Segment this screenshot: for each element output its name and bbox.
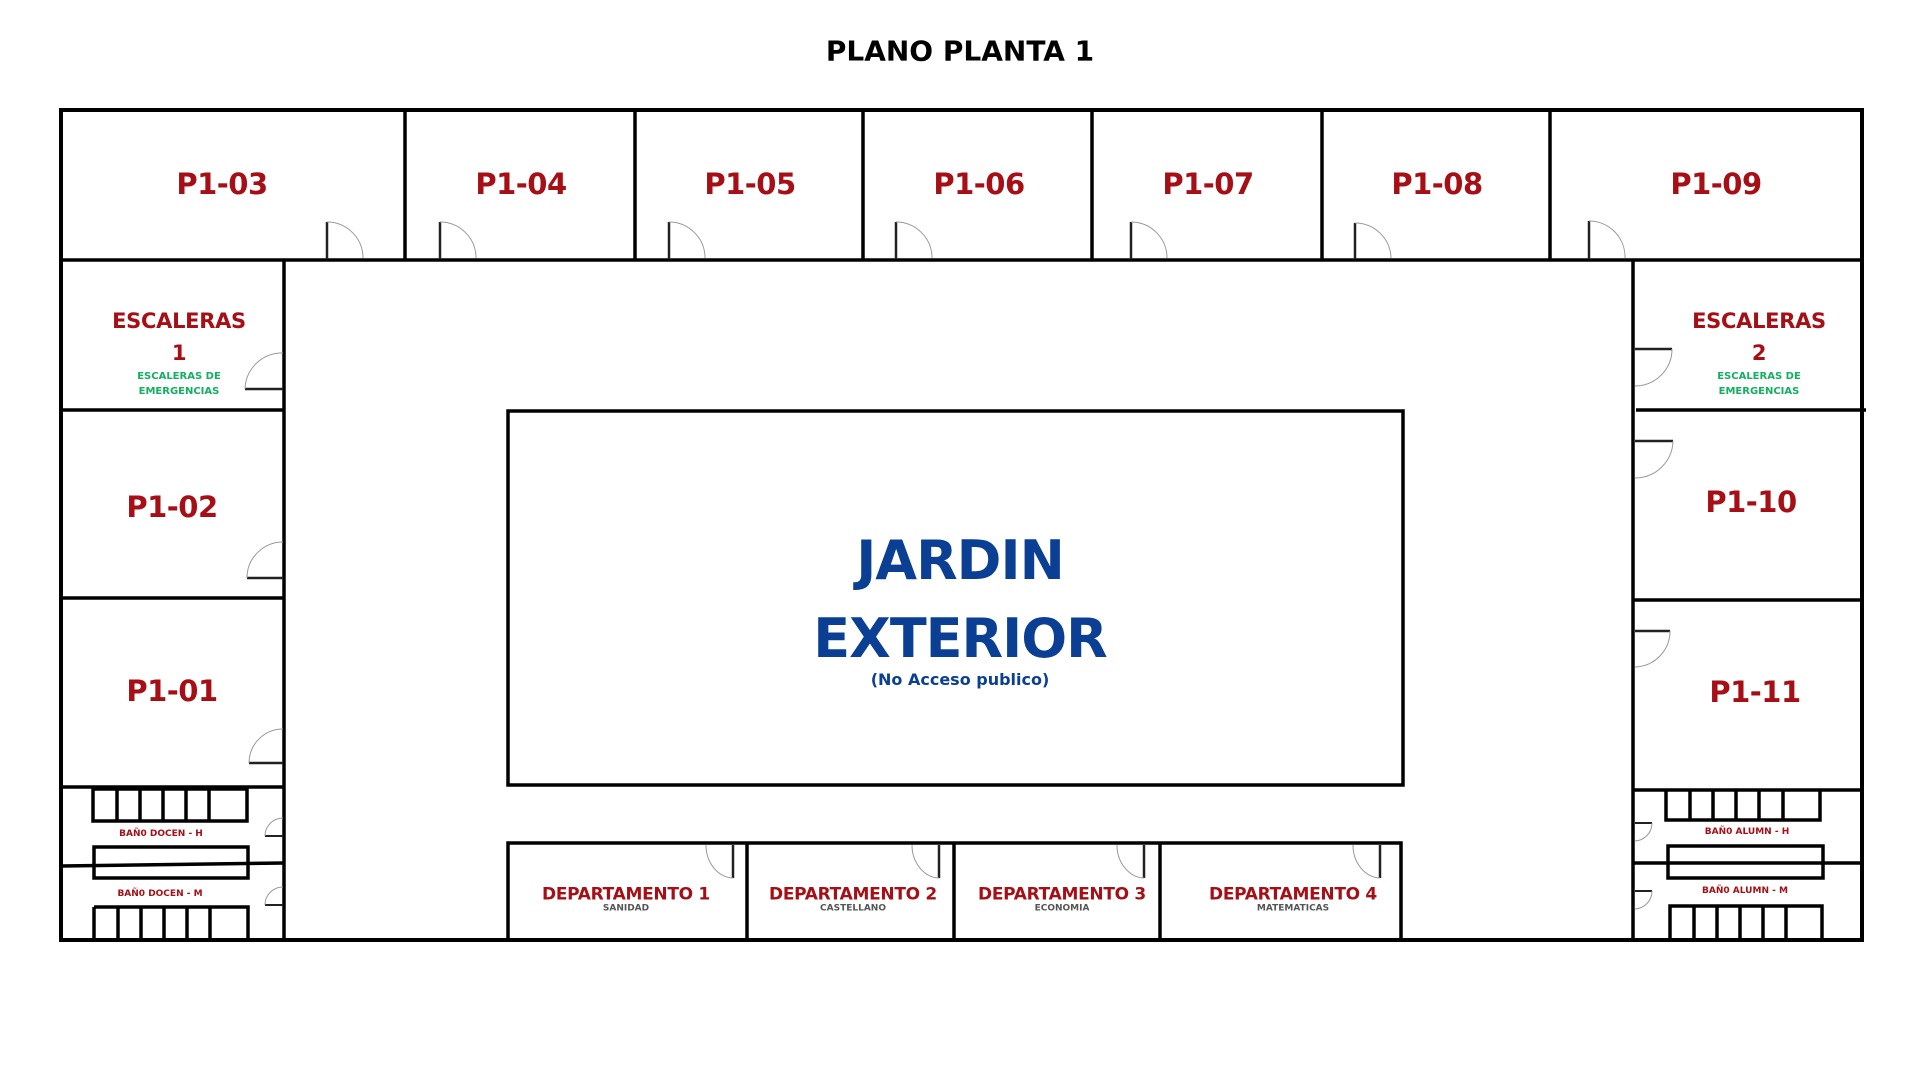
room-label-p1-03: P1-03 [176,167,268,202]
stairs-2-name: ESCALERAS [1692,309,1826,333]
door-icon [325,221,364,259]
left-column-doors [244,352,284,906]
garden-access-note: (No Acceso publico) [870,670,1050,690]
door-icon [1634,347,1673,387]
room-label-p1-08: P1-08 [1391,167,1483,202]
department-4-label: DEPARTAMENTO 4 MATEMATICAS [1209,886,1377,915]
room-label-p1-01: P1-01 [126,674,218,709]
room-label-p1-05: P1-05 [704,167,796,202]
door-icon [248,728,284,765]
left-bathroom-fixtures [91,787,250,940]
outer-walls [59,108,1864,942]
department-3-label: DEPARTAMENTO 3 ECONOMIA [978,886,1146,915]
bathroom-label-teachers-men: BAÑ0 DOCEN - H [119,829,203,840]
door-icon [667,221,706,259]
door-icon [1634,822,1653,842]
stairs-2-number: 2 [1751,341,1767,365]
door-icon [246,541,284,580]
room-label-p1-11: P1-11 [1709,675,1801,710]
stairs-1-note-line1: ESCALERAS DE [137,371,221,382]
door-icon [264,817,284,837]
department-1-label: DEPARTAMENTO 1 SANIDAD [542,886,710,915]
door-icon [1634,890,1653,910]
plan-title: PLANO PLANTA 1 [825,34,1095,68]
department-3-subject: ECONOMIA [1034,903,1090,914]
department-4-name: DEPARTAMENTO 4 [1209,884,1377,905]
door-icon [264,886,284,906]
garden-walls [506,409,1405,787]
door-icon [1634,629,1671,668]
room-label-p1-09: P1-09 [1670,167,1762,202]
door-icon [1116,844,1146,879]
department-3-name: DEPARTAMENTO 3 [978,884,1146,905]
right-column-doors [1634,347,1674,910]
room-label-p1-02: P1-02 [126,490,218,525]
door-icon [1634,439,1674,479]
door-icon [1587,220,1626,259]
department-1-name: DEPARTAMENTO 1 [542,884,710,905]
door-icon [705,844,735,879]
garden-label: JARDIN EXTERIOR [813,522,1107,678]
garden-line1: JARDIN [856,529,1065,592]
department-4-subject: MATEMATICAS [1256,903,1330,914]
top-row-doors [325,220,1626,259]
door-icon [1352,844,1382,879]
stairs-2-label: ESCALERAS 2 ESCALERAS DE EMERGENCIAS [1692,305,1826,399]
door-icon [1129,221,1168,259]
garden-line2: EXTERIOR [813,607,1107,670]
door-icon [1353,222,1392,259]
stairs-1-name: ESCALERAS [112,309,246,333]
stairs-1-label: ESCALERAS 1 ESCALERAS DE EMERGENCIAS [112,305,246,399]
bathroom-label-students-women: BAÑ0 ALUMN - M [1702,886,1788,897]
door-icon [894,221,933,259]
room-label-p1-10: P1-10 [1705,485,1797,520]
room-label-p1-04: P1-04 [475,167,567,202]
door-icon [244,352,284,391]
bathroom-label-teachers-women: BAÑ0 DOCEN - M [117,889,203,900]
department-2-label: DEPARTAMENTO 2 CASTELLANO [769,886,937,915]
stairs-1-note-line2: EMERGENCIAS [138,386,220,397]
department-doors [705,844,1382,879]
department-1-subject: SANIDAD [602,903,650,914]
stairs-2-note-line1: ESCALERAS DE [1717,371,1801,382]
room-label-p1-06: P1-06 [933,167,1025,202]
stairs-2-note-line2: EMERGENCIAS [1718,386,1800,397]
top-row-walls [61,110,1862,262]
bathroom-label-students-men: BAÑ0 ALUMN - H [1704,827,1790,838]
stairs-1-number: 1 [171,341,187,365]
department-2-name: DEPARTAMENTO 2 [769,884,937,905]
door-icon [438,221,477,259]
right-bathroom-fixtures [1664,790,1825,940]
door-icon [911,844,941,879]
room-label-p1-07: P1-07 [1162,167,1254,202]
department-walls [506,841,1403,940]
department-2-subject: CASTELLANO [820,903,886,914]
